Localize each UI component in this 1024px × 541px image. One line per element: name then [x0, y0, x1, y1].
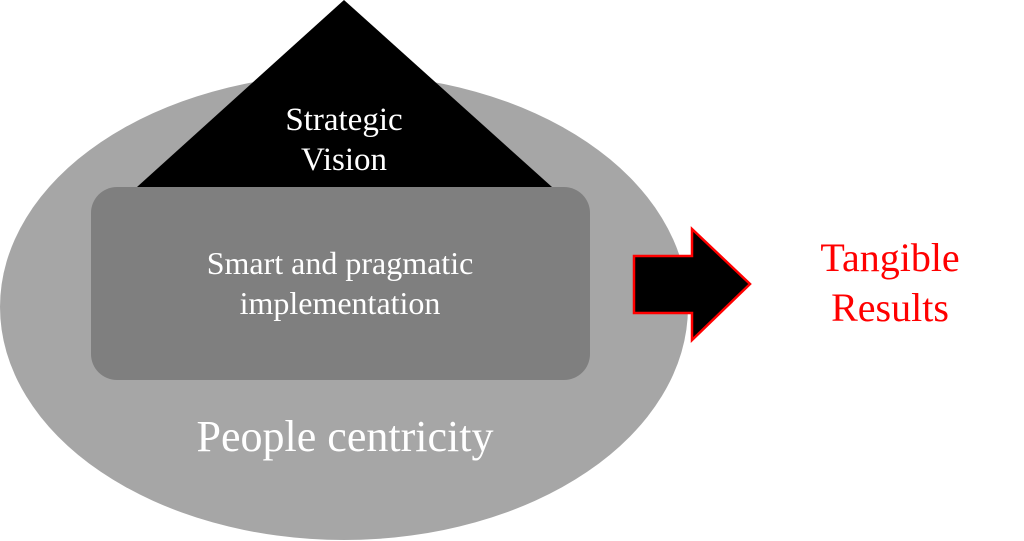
- right-arrow-icon: [632, 226, 752, 343]
- implementation-label: Smart and pragmatic implementation: [120, 243, 560, 323]
- people-centricity-label: People centricity: [196, 412, 494, 461]
- implementation-box: [91, 187, 590, 380]
- strategic-vision-triangle: [137, 0, 552, 187]
- implementation-line-2: implementation: [239, 285, 441, 321]
- tangible-results-label: Tangible Results: [790, 233, 990, 333]
- strategic-vision-line-2: Vision: [300, 142, 388, 178]
- tangible-results-line-2: Results: [831, 285, 949, 330]
- tangible-results-line-1: Tangible: [820, 235, 960, 280]
- strategic-vision-label: Strategic Vision: [244, 100, 444, 180]
- strategic-vision-line-1: Strategic: [285, 102, 403, 138]
- implementation-line-1: Smart and pragmatic: [206, 245, 474, 281]
